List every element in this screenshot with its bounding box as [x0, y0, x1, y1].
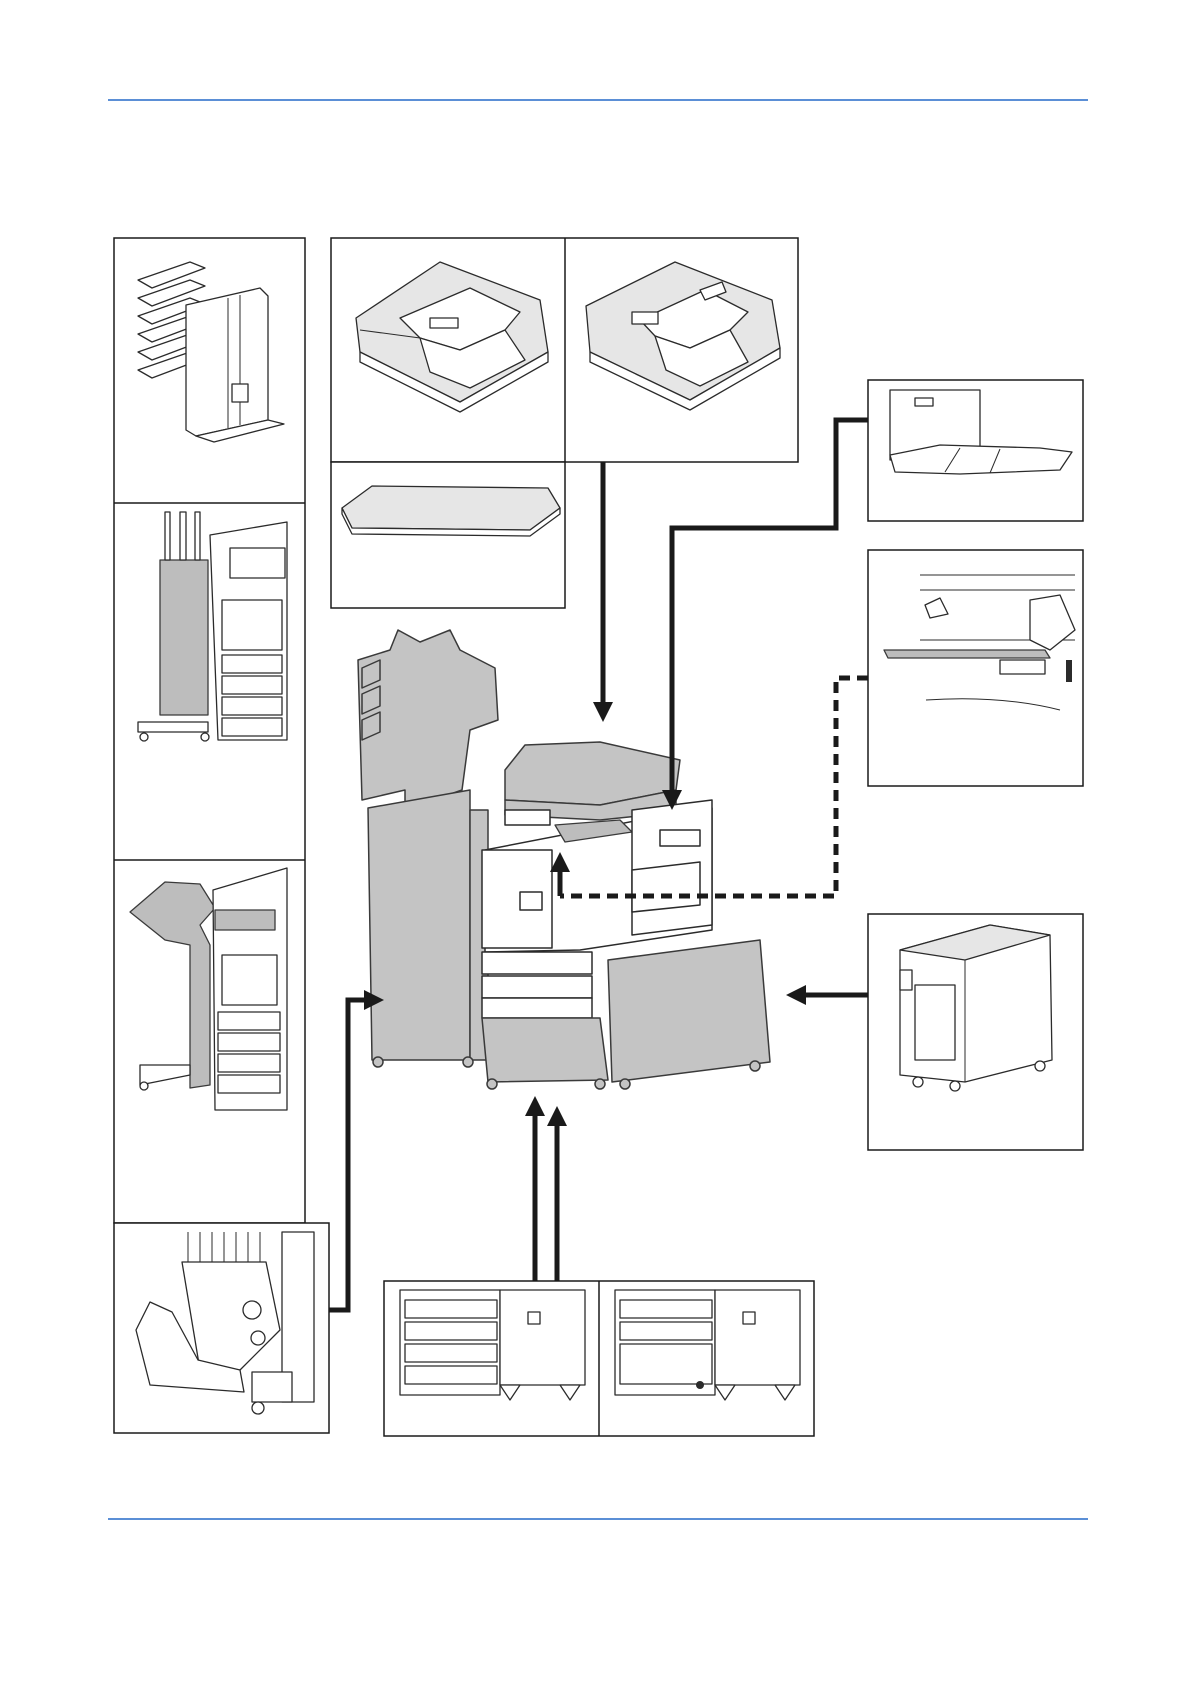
connector-multipurpose-tray [672, 420, 868, 800]
original-cover-illustration [342, 486, 560, 536]
connector-punch-unit [329, 1000, 374, 1310]
large-capacity-feeder-illustration [900, 925, 1052, 1091]
main-machine-illustration [358, 630, 770, 1089]
side-deck-feeder-illustration [615, 1290, 800, 1400]
fax-keyboard-frame [868, 550, 1083, 786]
cassette-feeder-illustration [400, 1290, 585, 1400]
